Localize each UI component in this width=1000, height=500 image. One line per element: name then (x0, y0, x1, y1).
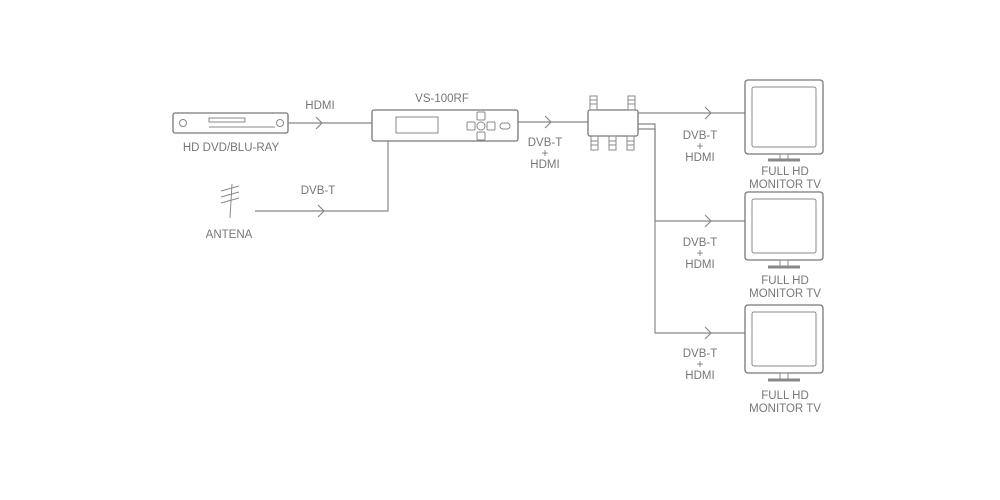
tv-3-input-label-line1: DVB-T (683, 348, 718, 360)
splitter-to-tv-1-line (638, 106, 745, 120)
splitter-icon (587, 95, 639, 151)
antenna-icon (220, 183, 240, 219)
tv-3-label-line2: MONITOR TV (749, 403, 821, 415)
tv-1-input-label-line3: HDMI (685, 152, 714, 164)
tv-3-label-line1: FULL HD (761, 390, 809, 402)
dvbt-label: DVB-T (301, 185, 336, 197)
modulator-output-label-line1: DVB-T (528, 137, 563, 149)
monitor-tv-icon (744, 191, 824, 269)
monitor-tv-icon (744, 304, 824, 382)
tv-3-input-label-line3: HDMI (685, 370, 714, 382)
hdmi-label: HDMI (305, 100, 334, 112)
modulator-output-label-line2: + (542, 148, 549, 160)
modulator-label: VS-100RF (415, 93, 469, 105)
hdmi-connection-line (288, 116, 372, 130)
tv-2-input-label-line1: DVB-T (683, 237, 718, 249)
tv-1-input-label-line2: + (697, 141, 704, 153)
bluray-player-label: HD DVD/BLU-RAY (183, 142, 280, 154)
antenna-label: ANTENA (206, 229, 253, 241)
bluray-player-icon (172, 112, 289, 134)
tv-1-label-line2: MONITOR TV (749, 179, 821, 191)
modulator-output-label-line3: HDMI (530, 159, 559, 171)
tv-2-input-label-line3: HDMI (685, 259, 714, 271)
dvbt-connection-line (255, 141, 389, 218)
modulator-to-splitter-line (518, 115, 588, 129)
monitor-tv-icon (744, 79, 824, 162)
tv-2-label-line2: MONITOR TV (749, 288, 821, 300)
tv-3-input-label-line2: + (697, 359, 704, 371)
tv-2-label-line1: FULL HD (761, 275, 809, 287)
tv-1-label-line1: FULL HD (761, 166, 809, 178)
splitter-to-tv-3-line (638, 128, 745, 340)
tv-1-input-label-line1: DVB-T (683, 130, 718, 142)
tv-2-input-label-line2: + (697, 248, 704, 260)
modulator-icon (371, 109, 519, 142)
